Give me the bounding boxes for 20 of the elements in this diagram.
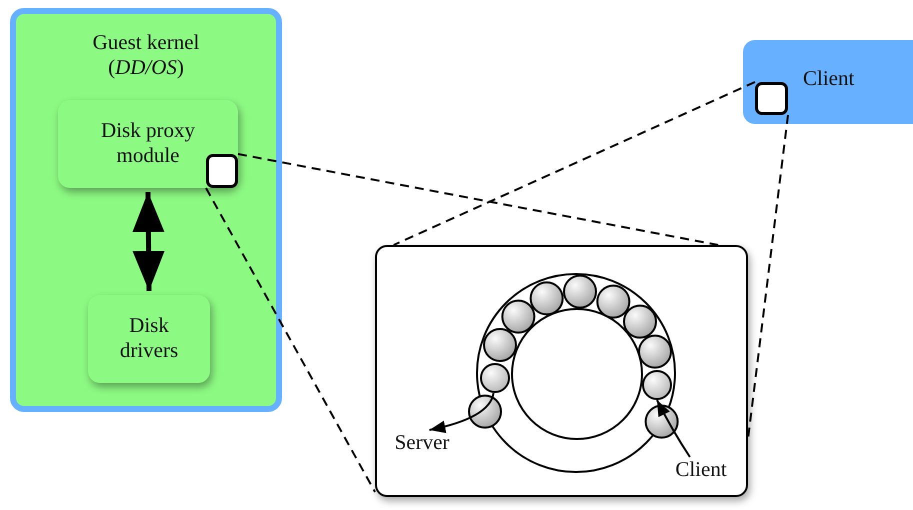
panel-title: Guest kernel (DD/OS)	[92, 30, 200, 80]
buffer-slot	[642, 370, 672, 400]
dashed-line	[238, 153, 718, 246]
dashed-line	[747, 114, 789, 440]
buffer-slot	[480, 363, 510, 393]
client-panel	[743, 40, 913, 124]
double-arrow	[132, 192, 165, 292]
port-square	[206, 154, 238, 188]
zoom-panel	[375, 245, 748, 497]
panel-label: Client	[803, 66, 856, 91]
port-square	[755, 82, 788, 115]
kernel-panel	[10, 8, 282, 412]
box-label: Disk proxy module	[100, 118, 196, 168]
client-label: Client	[674, 457, 728, 482]
box-label: Disk drivers	[118, 313, 180, 363]
arrow	[656, 400, 691, 458]
server-label: Server	[394, 430, 450, 455]
module-box	[58, 100, 238, 188]
dashed-line	[205, 188, 376, 492]
driver-box	[88, 295, 210, 383]
